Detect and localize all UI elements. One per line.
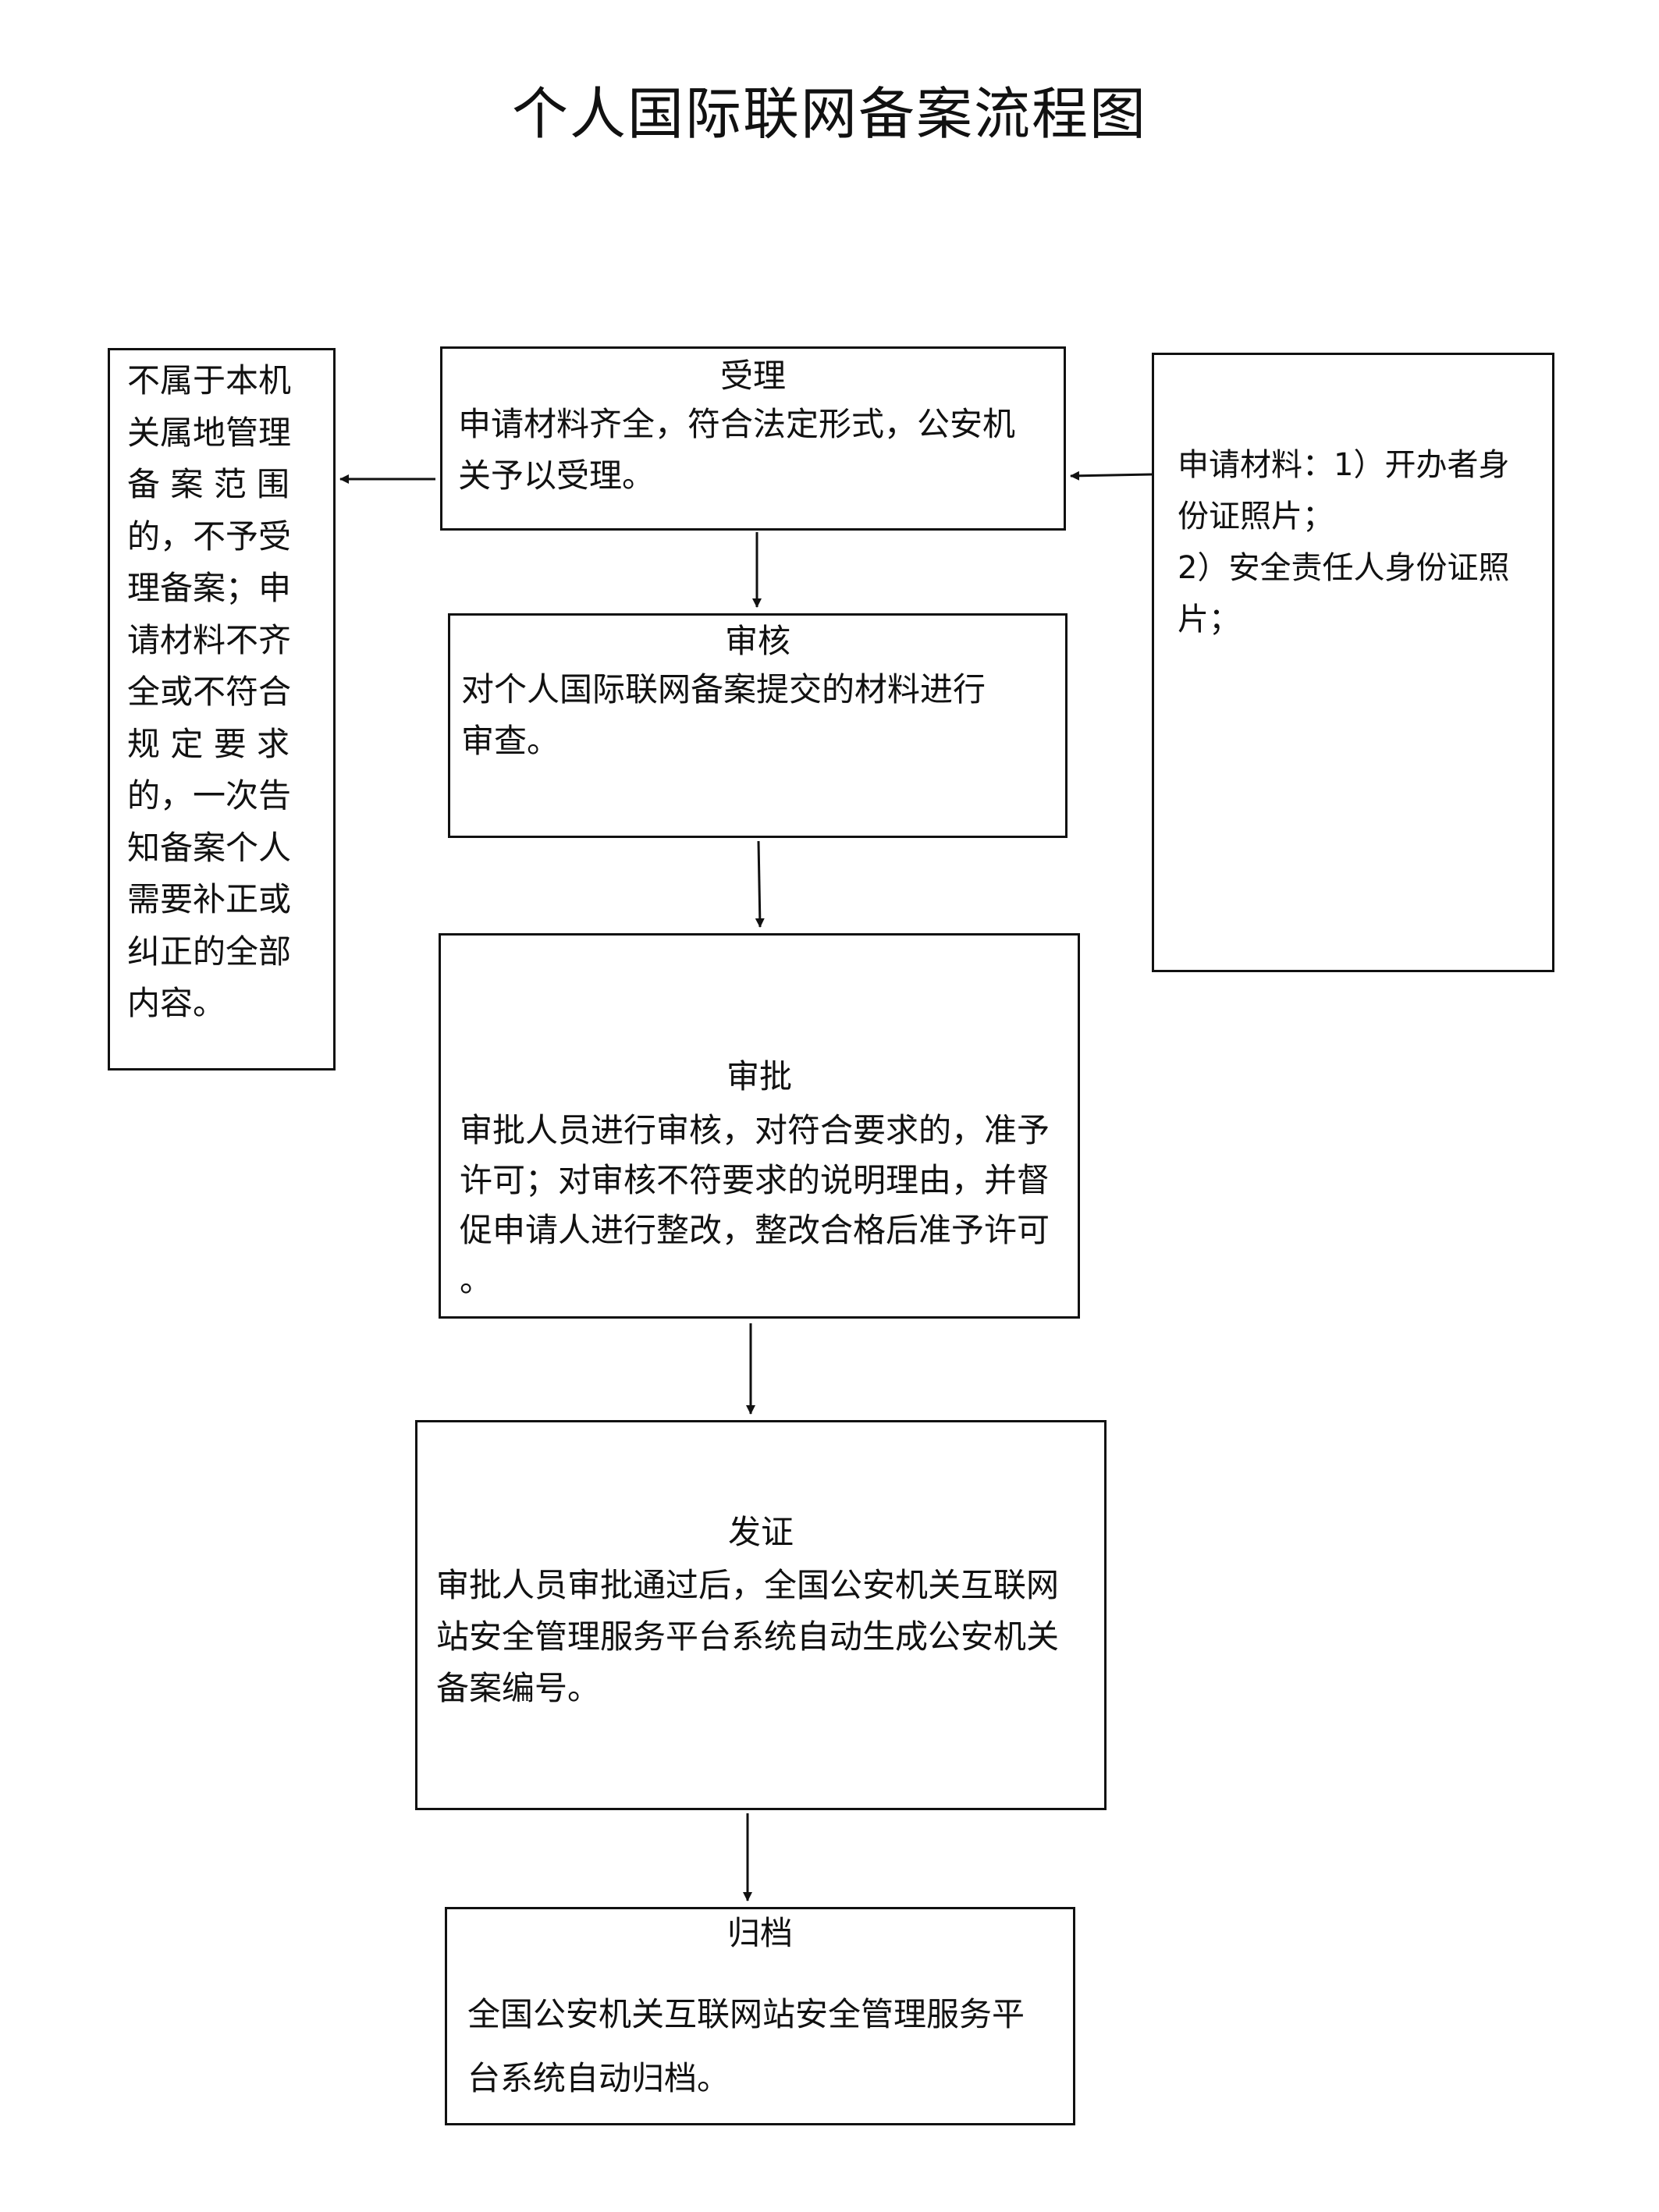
step-review-box: 审核 对个人国际联网备案提交的材料进行 审查。 (448, 613, 1068, 838)
step-certificate-title: 发证 (727, 1513, 794, 1551)
step-accept-text: 申请材料齐全，符合法定形式，公安机 关予以受理。 (458, 405, 1016, 495)
step-certificate-text: 审批人员审批通过后，全国公安机关互联网 站安全管理服务平台系统自动生成公安机关 … (436, 1566, 1060, 1707)
step-review-text: 对个人国际联网备案提交的材料进行 审查。 (461, 670, 986, 760)
reject-note-box: 不属于本机 关属地管理 备 案 范 围 的，不予受 理备案；申 请材料不齐 全或… (108, 348, 336, 1070)
step-approve-text: 审批人员进行审核，对符合要求的，准予 许可；对审核不符要求的说明理由，并督 促申… (460, 1111, 1050, 1299)
materials-note-text: 申请材料：1）开办者身 份证照片； 2）安全责任人身份证照 片； (1178, 447, 1510, 637)
step-archive-text: 全国公安机关互联网站安全管理服务平 台系统自动归档。 (467, 1995, 1025, 2097)
step-review-title: 审核 (724, 622, 790, 660)
page-title: 个人国际联网备案流程图 (511, 81, 1147, 147)
arrow-review-to-approve (755, 840, 765, 928)
step-archive-box: 归档 全国公安机关互联网站安全管理服务平 台系统自动归档。 (445, 1907, 1075, 2125)
arrow-materials-to-accept (1070, 470, 1153, 481)
step-approve-box: 审批 审批人员进行审核，对符合要求的，准予 许可；对审核不符要求的说明理由，并督… (439, 933, 1080, 1319)
reject-note-text: 不属于本机 关属地管理 备 案 范 围 的，不予受 理备案；申 请材料不齐 全或… (127, 361, 292, 1022)
step-approve-title: 审批 (726, 1057, 792, 1095)
step-certificate-box: 发证 审批人员审批通过后，全国公安机关互联网 站安全管理服务平台系统自动生成公安… (415, 1420, 1107, 1810)
step-archive-title: 归档 (726, 1914, 793, 1952)
materials-note-box: 申请材料：1）开办者身 份证照片； 2）安全责任人身份证照 片； (1152, 353, 1554, 972)
step-accept-title: 受理 (719, 357, 786, 395)
step-accept-box: 受理 申请材料齐全，符合法定形式，公安机 关予以受理。 (440, 346, 1066, 531)
